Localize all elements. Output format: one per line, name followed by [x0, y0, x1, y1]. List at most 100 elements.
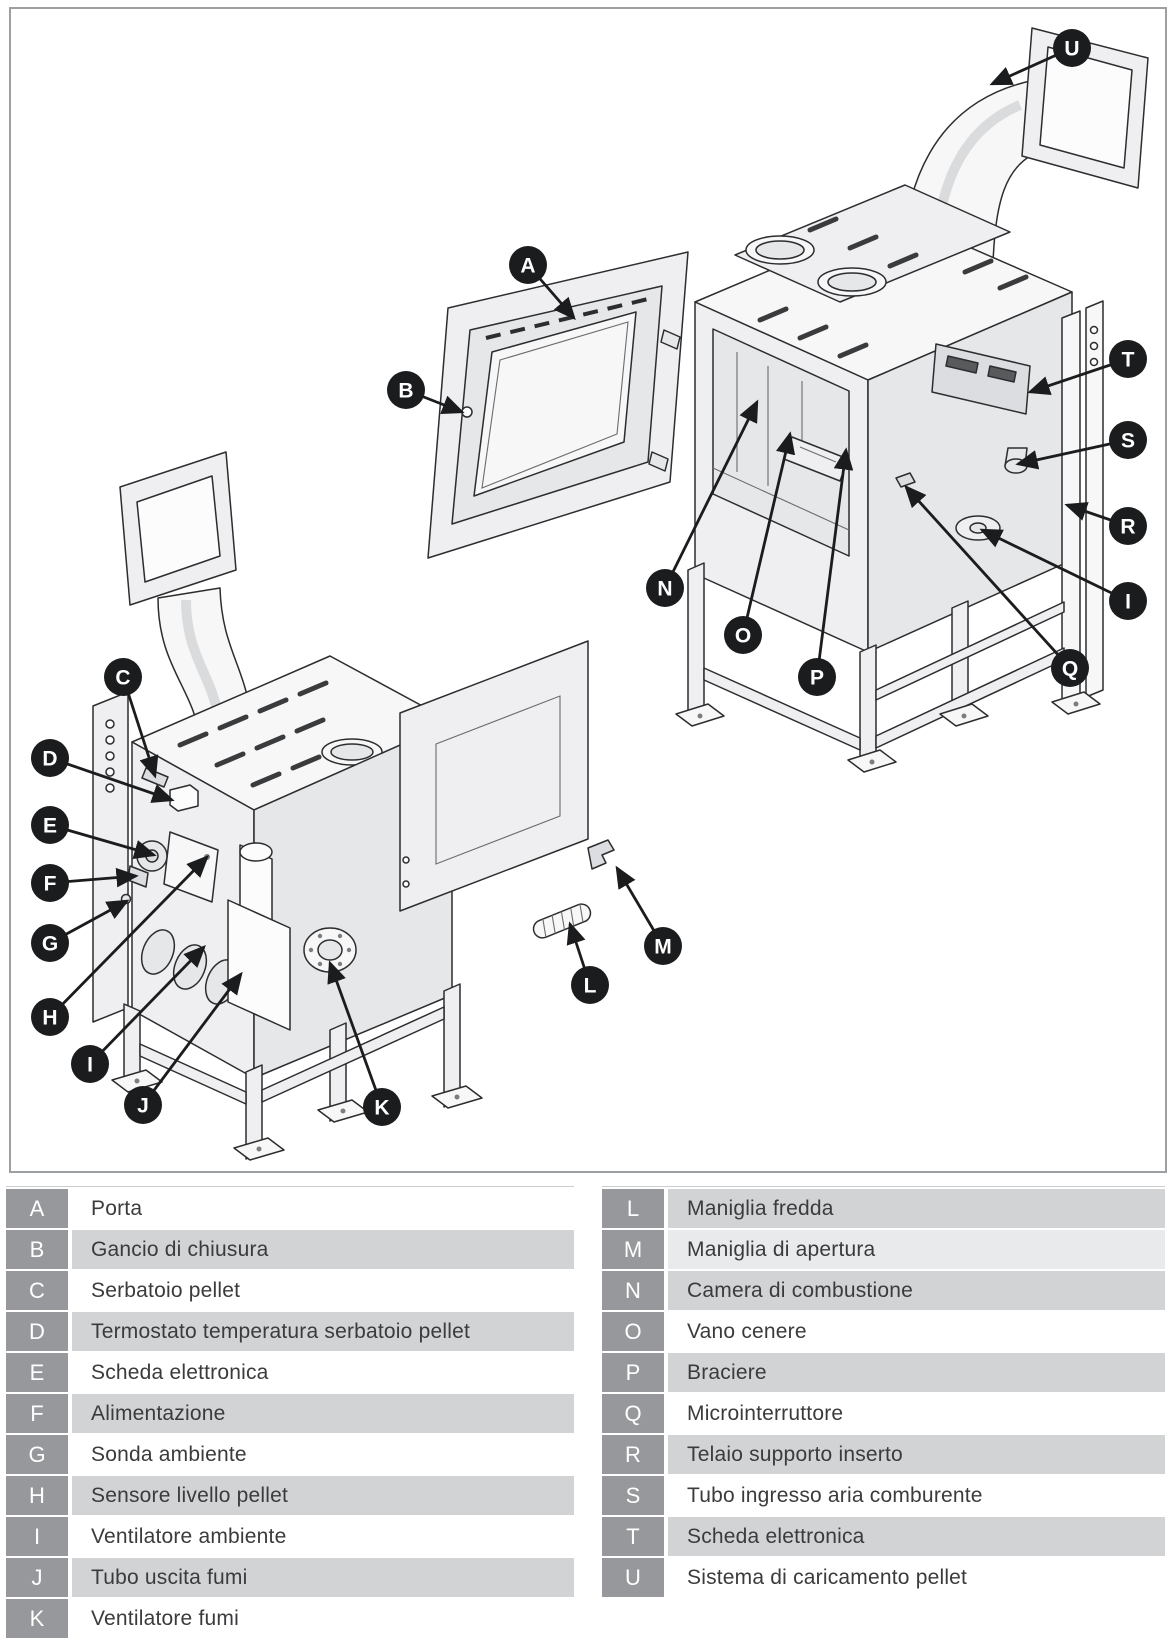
- legend-label: Gancio di chiusura: [72, 1230, 574, 1269]
- callout-letter-P: P: [810, 667, 824, 690]
- callout-letter-U: U: [1064, 38, 1079, 61]
- callout-circle-A: [509, 246, 547, 284]
- legend-label: Camera di combustione: [668, 1271, 1165, 1310]
- callout-circle-I: [1109, 582, 1147, 620]
- insert-stove-drawing: [427, 27, 1149, 773]
- legend-key: N: [602, 1271, 664, 1310]
- legend-key: E: [6, 1353, 68, 1392]
- callout-letter-I: I: [1125, 591, 1131, 614]
- legend-label: Sensore livello pellet: [72, 1476, 574, 1515]
- legend-label: Tubo ingresso aria comburente: [668, 1476, 1165, 1515]
- legend-key: S: [602, 1476, 664, 1515]
- legend-key: A: [6, 1189, 68, 1228]
- legend-key: U: [602, 1558, 664, 1597]
- callout-circle-Q: [1051, 649, 1089, 687]
- leader-line-O: [741, 431, 796, 636]
- callout-circle-U: [1053, 29, 1091, 67]
- callout-circle-N: [646, 569, 684, 607]
- legend-label: Ventilatore fumi: [72, 1599, 574, 1638]
- callout-circle-L: [571, 966, 609, 1004]
- legend-key: C: [6, 1271, 68, 1310]
- callout-circle-F: [31, 864, 69, 902]
- callout-letter-F: F: [44, 873, 57, 896]
- legend-key: I: [6, 1517, 68, 1556]
- legend-label: Vano cenere: [668, 1312, 1165, 1351]
- legend-key: H: [6, 1476, 68, 1515]
- callout-circle-E: [31, 806, 69, 844]
- leader-line-I: [88, 944, 206, 1065]
- legend-key: R: [602, 1435, 664, 1474]
- callout-letter-D: D: [42, 748, 57, 771]
- legend-key: J: [6, 1558, 68, 1597]
- callout-circle-M: [644, 927, 682, 965]
- legend-label: Serbatoio pellet: [72, 1271, 574, 1310]
- legend-label: Braciere: [668, 1353, 1165, 1392]
- callout-circle-P: [798, 658, 836, 696]
- legend-key: M: [602, 1230, 664, 1269]
- callout-letter-G: G: [42, 933, 58, 956]
- legend-label: Maniglia di apertura: [668, 1230, 1165, 1269]
- legend-key: T: [602, 1517, 664, 1556]
- callout-letter-J: J: [137, 1095, 149, 1118]
- callout-circle-G: [31, 924, 69, 962]
- legend-label: Termostato temperatura serbatoio pellet: [72, 1312, 574, 1351]
- leader-line-K: [327, 960, 384, 1108]
- callout-letter-Q: Q: [1062, 658, 1078, 681]
- bare-stove-drawing: [92, 451, 615, 1161]
- callout-circle-T: [1109, 340, 1147, 378]
- leader-line-H: [49, 855, 209, 1018]
- legend-label: Sonda ambiente: [72, 1435, 574, 1474]
- callout-circle-C: [104, 658, 142, 696]
- callout-letter-B: B: [398, 380, 413, 403]
- legend-label: Scheda elettronica: [668, 1517, 1165, 1556]
- legend-key: B: [6, 1230, 68, 1269]
- callout-letter-C: C: [115, 667, 130, 690]
- callout-circle-K: [363, 1088, 401, 1126]
- legend-key: Q: [602, 1394, 664, 1433]
- leader-line-Q: [904, 484, 1072, 669]
- legend-label: Telaio supporto inserto: [668, 1435, 1165, 1474]
- leader-line-P: [815, 447, 854, 678]
- callout-letter-M: M: [654, 936, 672, 959]
- legend-label: Scheda elettronica: [72, 1353, 574, 1392]
- legend-label: Tubo uscita fumi: [72, 1558, 574, 1597]
- diagram-border: [9, 7, 1167, 1173]
- legend-key: D: [6, 1312, 68, 1351]
- callout-circle-B: [387, 371, 425, 409]
- callout-letter-N: N: [657, 578, 672, 601]
- legend-key: L: [602, 1189, 664, 1228]
- callout-circle-D: [31, 739, 69, 777]
- legend-label: Ventilatore ambiente: [72, 1517, 574, 1556]
- callout-letter-T: T: [1122, 349, 1135, 372]
- callout-letter-A: A: [520, 255, 535, 278]
- callout-letter-H: H: [42, 1007, 57, 1030]
- callout-circle-S: [1109, 421, 1147, 459]
- callout-letter-S: S: [1121, 430, 1135, 453]
- legend-key: K: [6, 1599, 68, 1638]
- legend-label: Maniglia fredda: [668, 1189, 1165, 1228]
- legend-label: Sistema di caricamento pellet: [668, 1558, 1165, 1597]
- callout-letter-E: E: [43, 815, 57, 838]
- callout-letter-K: K: [374, 1097, 389, 1120]
